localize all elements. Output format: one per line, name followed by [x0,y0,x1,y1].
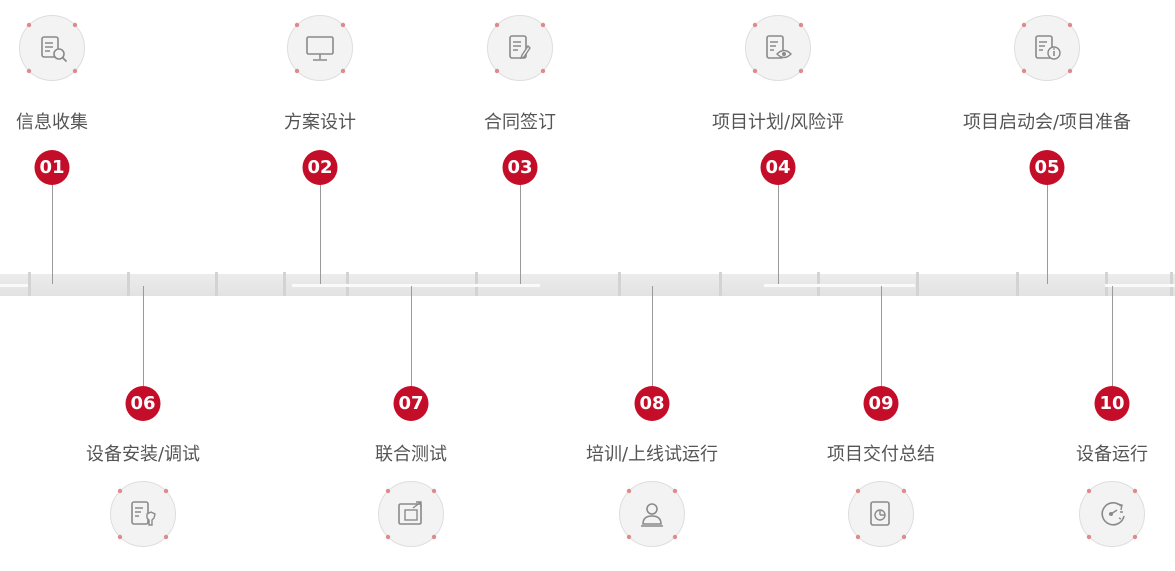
document-search-icon [19,15,85,81]
step-badge-09: 09 [863,386,899,421]
document-info-icon [1014,15,1080,81]
connector-line-08 [652,286,653,386]
step-badge-01: 01 [34,150,70,185]
document-eye-icon [745,15,811,81]
step-badge-07: 07 [393,386,429,421]
step-label-solution-design: 方案设计 [284,112,356,133]
step-badge-05: 05 [1029,150,1065,185]
track-highlight [1105,284,1175,287]
user-icon [619,481,685,547]
timeline-track [0,274,1175,296]
connector-line-03 [520,183,521,284]
gauge-icon [1079,481,1145,547]
track-highlight [764,284,915,287]
track-tick [215,272,218,296]
track-tick [618,272,621,296]
document-wrench-icon [110,481,176,547]
step-label-joint-testing: 联合测试 [375,444,447,465]
connector-line-04 [778,183,779,284]
step-label-contract-signing: 合同签订 [484,112,556,133]
track-tick [916,272,919,296]
track-tick [1016,272,1019,296]
connector-line-06 [143,286,144,386]
track-tick [127,272,130,296]
track-tick [283,272,286,296]
step-label-project-plan-risk: 项目计划/风险评 [711,112,845,133]
step-badge-08: 08 [634,386,670,421]
step-label-kickoff-preparation: 项目启动会/项目准备 [962,112,1132,133]
document-chart-icon [848,481,914,547]
step-badge-03: 03 [502,150,538,185]
document-pen-icon [487,15,553,81]
step-badge-10: 10 [1094,386,1130,421]
track-tick [28,272,31,296]
step-label-delivery-summary: 项目交付总结 [827,444,935,465]
window-share-icon [378,481,444,547]
step-label-equipment-operation: 设备运行 [1076,444,1148,465]
connector-line-10 [1112,286,1113,386]
track-tick [719,272,722,296]
step-label-training-trial: 培训/上线试运行 [585,444,719,465]
step-label-equipment-install: 设备安装/调试 [85,444,201,465]
connector-line-07 [411,286,412,386]
connector-line-09 [881,286,882,386]
monitor-icon [287,15,353,81]
connector-line-02 [320,183,321,284]
step-badge-02: 02 [302,150,338,185]
step-label-info-collection: 信息收集 [16,112,88,133]
step-badge-06: 06 [125,386,161,421]
connector-line-05 [1047,183,1048,284]
track-highlight [292,284,540,287]
connector-line-01 [52,183,53,284]
track-highlight [0,284,28,287]
step-badge-04: 04 [760,150,796,185]
